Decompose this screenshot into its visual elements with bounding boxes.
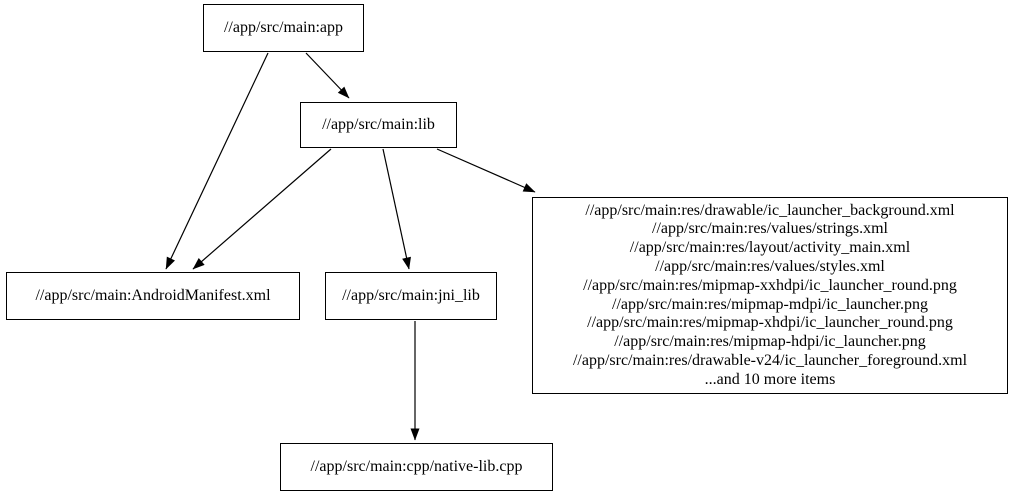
node-native-lib-cpp-label: //app/src/main:cpp/native-lib.cpp [310,458,523,475]
node-android-manifest: //app/src/main:AndroidManifest.xml [6,272,300,320]
node-resources-group: //app/src/main:res/drawable/ic_launcher_… [532,197,1008,394]
resource-line: //app/src/main:res/values/styles.xml [655,257,885,275]
edge-lib-to-android-manifest [192,148,332,270]
node-lib-label: //app/src/main:lib [322,116,435,133]
node-app-label: //app/src/main:app [223,19,344,36]
resource-line: //app/src/main:res/drawable/ic_launcher_… [585,201,955,219]
node-native-lib-cpp: //app/src/main:cpp/native-lib.cpp [280,443,553,491]
resource-line: //app/src/main:res/values/strings.xml [652,220,888,238]
resource-line: //app/src/main:res/mipmap-mdpi/ic_launch… [612,295,928,313]
node-jni-lib: //app/src/main:jni_lib [325,272,497,320]
node-android-manifest-label: //app/src/main:AndroidManifest.xml [35,287,271,304]
resource-line: //app/src/main:res/mipmap-xxhdpi/ic_laun… [583,276,957,294]
resource-line-more-items: ...and 10 more items [704,370,836,388]
node-lib: //app/src/main:lib [300,102,457,148]
edge-lib-to-resources-group [436,148,536,193]
edge-app-to-lib [305,52,350,99]
edge-app-to-android-manifest [165,52,269,270]
resource-line: //app/src/main:res/mipmap-hdpi/ic_launch… [614,333,926,351]
resource-line: //app/src/main:res/layout/activity_main.… [629,239,911,257]
resource-line: //app/src/main:res/mipmap-xhdpi/ic_launc… [587,314,953,332]
node-app: //app/src/main:app [203,4,364,52]
resource-line: //app/src/main:res/drawable-v24/ic_launc… [572,351,968,369]
edge-lib-to-jni-lib [382,148,411,270]
node-jni-lib-label: //app/src/main:jni_lib [342,287,480,304]
